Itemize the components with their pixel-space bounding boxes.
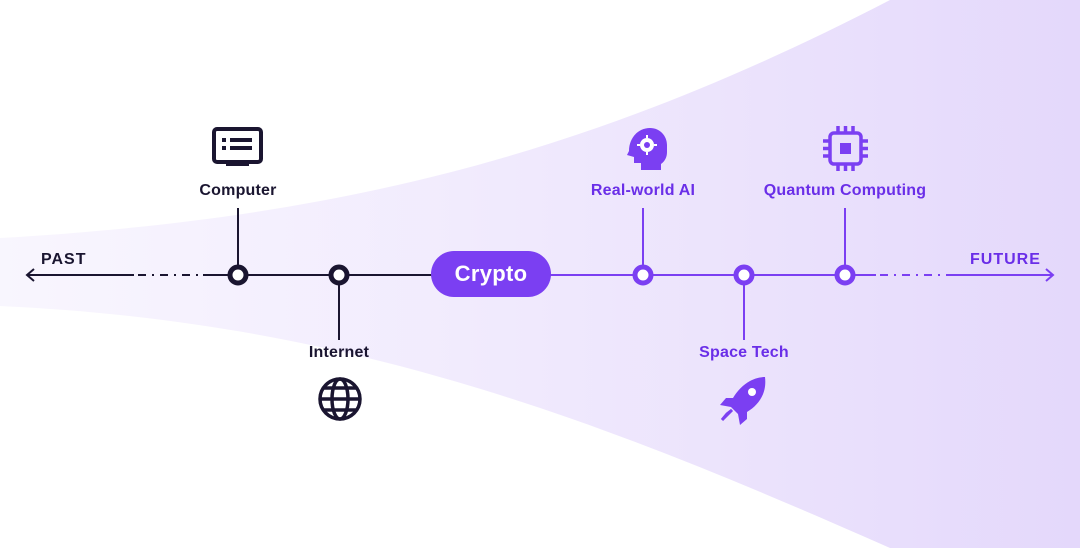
quantum-computing-node	[834, 264, 856, 286]
space-tech-node	[733, 264, 755, 286]
future-label: FUTURE	[970, 251, 1041, 268]
computer-node	[227, 264, 249, 286]
chip-icon	[823, 126, 868, 171]
real-world-ai-node	[632, 264, 654, 286]
computer-label: Computer	[199, 182, 277, 199]
globe-icon	[318, 377, 362, 421]
ai-head-icon	[627, 128, 667, 170]
internet-node	[328, 264, 350, 286]
crypto-label: Crypto	[431, 251, 551, 297]
internet-label: Internet	[308, 344, 370, 361]
space-tech-label: Space Tech	[699, 344, 789, 361]
past-label: PAST	[41, 251, 87, 268]
quantum-computing-label: Quantum Computing	[763, 182, 927, 199]
past-arrowhead-icon	[25, 268, 35, 282]
rocket-icon	[720, 377, 766, 425]
real-world-ai-label: Real-world AI	[590, 182, 696, 199]
future-arrowhead-icon	[1045, 268, 1055, 282]
computer-icon	[212, 127, 263, 166]
